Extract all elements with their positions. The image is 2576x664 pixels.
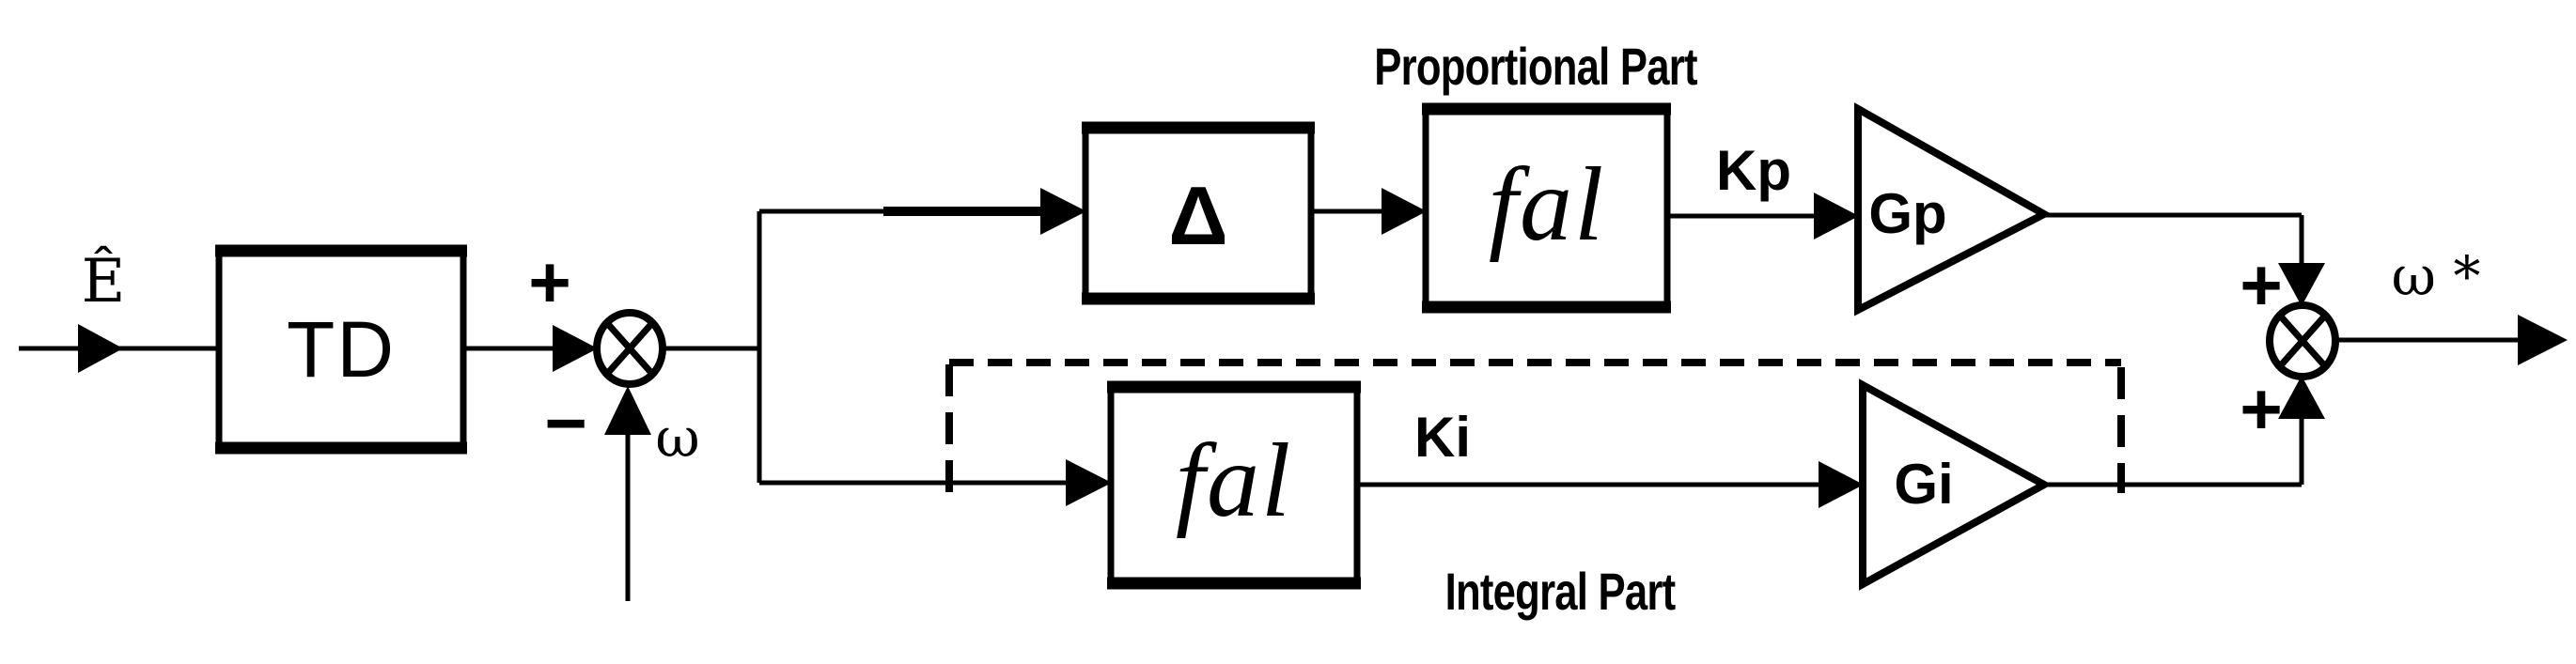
proportional-part-label: Proportional Part [1374, 37, 1697, 96]
fal-integral-label: fal [1175, 423, 1293, 539]
sum-left-plus-sign: + [528, 240, 571, 323]
sum-right-plus-top-sign: + [2240, 243, 2283, 326]
output-arrowhead-icon [2518, 315, 2568, 365]
gi-input-arrowhead-icon [1819, 461, 1864, 508]
fal-proportional-label: fal [1488, 147, 1606, 263]
sum-right-plus-bottom-sign: + [2240, 367, 2283, 450]
sum-right-top-arrowhead-icon [2278, 263, 2325, 306]
input-arrowhead-icon [78, 324, 123, 373]
gain-proportional-triangle [1854, 102, 2053, 317]
sum-left-input-arrowhead-icon [553, 325, 598, 372]
integral-part-label: Integral Part [1444, 562, 1677, 621]
fal-p-input-arrowhead-icon [1382, 188, 1427, 235]
gp-gain-label: Gp [1868, 182, 1947, 245]
sum-left-minus-sign: − [544, 381, 587, 464]
kp-signal-label: Kp [1716, 139, 1791, 202]
omega-output-label: ω * [2391, 244, 2481, 308]
sum-right-cross-2 [2277, 313, 2328, 369]
input-signal-label: Ê [81, 247, 126, 317]
delta-input-arrowhead-icon [1040, 188, 1086, 235]
sum-right-bottom-arrowhead-icon [2278, 376, 2325, 419]
gp-input-arrowhead-icon [1814, 193, 1859, 239]
omega-feedback-arrowhead-icon [604, 386, 651, 435]
fal-i-input-arrowhead-icon [1066, 459, 1112, 506]
gi-gain-label: Gi [1894, 453, 1954, 516]
gain-integral-triangle [1859, 378, 2053, 591]
delta-block-label: Δ [1168, 169, 1228, 262]
td-block-label: TD [287, 305, 396, 394]
ki-signal-label: Ki [1414, 406, 1471, 469]
sum-left-cross-2 [604, 320, 655, 377]
omega-feedback-label: ω [655, 406, 700, 470]
